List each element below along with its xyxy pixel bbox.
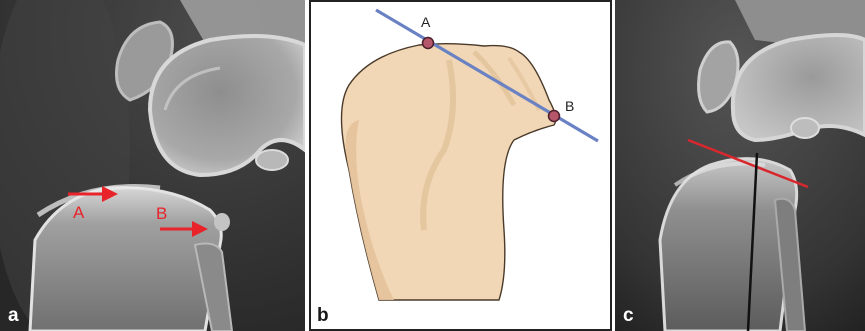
- marker-a-label: A: [73, 204, 84, 221]
- radiograph-c-image: [615, 0, 865, 331]
- panel-a-letter: a: [8, 306, 19, 325]
- panel-b-letter: b: [317, 306, 329, 325]
- point-a: [423, 38, 434, 49]
- panel-b-diagram: A B b: [309, 0, 612, 331]
- point-a-label: A: [421, 15, 430, 29]
- point-b-label: B: [565, 99, 574, 113]
- panel-a-radiograph: A B a: [0, 0, 305, 331]
- radiograph-a-image: [0, 0, 305, 331]
- marker-b-label: B: [156, 205, 167, 222]
- point-b: [549, 111, 560, 122]
- panel-c-radiograph: c: [615, 0, 865, 331]
- panel-c-letter: c: [623, 306, 634, 325]
- tibial-plateau-diagram: [309, 0, 612, 331]
